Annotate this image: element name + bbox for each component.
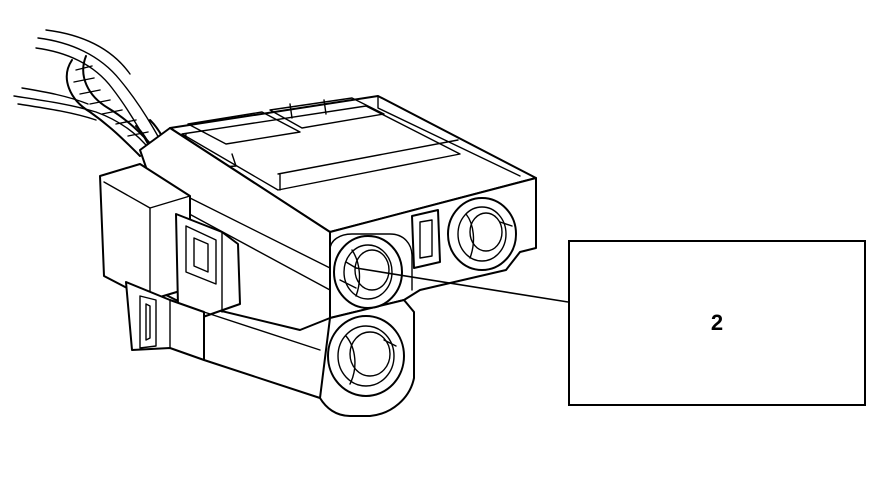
leader-line (355, 267, 569, 303)
wire-harness (13, 29, 169, 157)
socket-slot (411, 209, 441, 269)
callout-box: 2 (568, 240, 866, 406)
socket-upper-left (329, 233, 413, 319)
callout-number: 2 (710, 310, 724, 335)
socket-lower (327, 315, 405, 397)
socket-upper-right (447, 197, 517, 271)
